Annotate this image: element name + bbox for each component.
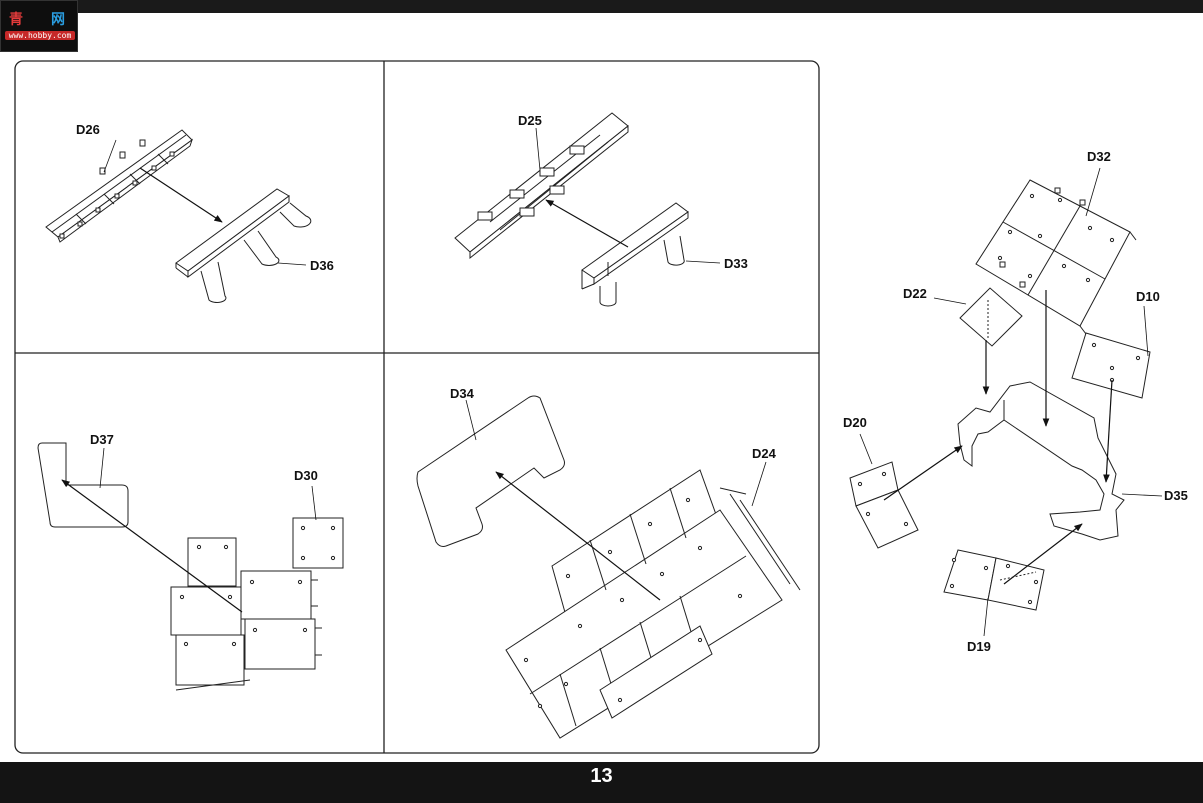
part-d36-bracket [175, 188, 312, 303]
label-d26: D26 [76, 122, 100, 137]
right-assembly [849, 179, 1151, 611]
page-number: 13 [590, 765, 613, 787]
label-d35: D35 [1164, 488, 1188, 503]
site-logo: 青 网 www.hobby.com [0, 0, 78, 52]
part-d19-panel [943, 549, 1045, 611]
leader-d36 [277, 262, 307, 266]
part-d20-panel [849, 461, 919, 549]
bottom-border-bar [0, 762, 1203, 803]
label-d24: D24 [752, 446, 777, 461]
right-leaders [859, 167, 1163, 637]
part-d25-frame [454, 112, 629, 260]
label-d25: D25 [518, 113, 542, 128]
leader-d26 [103, 139, 117, 173]
panel-1 [45, 129, 312, 303]
label-d10: D10 [1136, 289, 1160, 304]
arrow-d30-to-d37 [61, 479, 243, 613]
label-d37: D37 [90, 432, 114, 447]
leader-d30 [311, 485, 317, 521]
part-d35-bracket [957, 381, 1125, 541]
part-d37-bracket [37, 442, 129, 528]
panel-2 [454, 112, 689, 307]
arrow-d24-to-d34 [495, 471, 661, 601]
leader-d24 [751, 461, 767, 507]
panel-3 [37, 442, 344, 691]
label-d36: D36 [310, 258, 334, 273]
label-d33: D33 [724, 256, 748, 271]
leader-d25 [535, 127, 541, 171]
top-border-bar [0, 0, 1203, 13]
part-d32-panel [975, 179, 1137, 335]
label-d22: D22 [903, 286, 927, 301]
part-d10-panel [1071, 332, 1151, 399]
leader-d34 [465, 399, 477, 441]
leader-d37 [99, 447, 105, 489]
part-d26-plate [45, 129, 193, 243]
part-d24-armor [505, 469, 801, 739]
logo-glyph-right: 网 [51, 11, 65, 27]
panel-4 [416, 395, 801, 739]
label-d19: D19 [967, 639, 991, 654]
part-d33-bracket [581, 202, 689, 307]
label-d32: D32 [1087, 149, 1111, 164]
right-arrows [883, 290, 1113, 585]
part-d34-bracket [416, 395, 565, 547]
leader-d33 [685, 260, 721, 264]
part-d22-panel [959, 287, 1023, 347]
label-d20: D20 [843, 415, 867, 430]
logo-glyph-left: 青 [9, 11, 23, 27]
part-d30-panel [170, 517, 344, 691]
logo-url: www.hobby.com [5, 31, 75, 40]
panel-grid [14, 60, 820, 754]
label-d34: D34 [450, 386, 475, 401]
arrow-d33-to-d25 [545, 199, 629, 248]
arrow-d26-to-d36 [139, 167, 223, 223]
label-d30: D30 [294, 468, 318, 483]
